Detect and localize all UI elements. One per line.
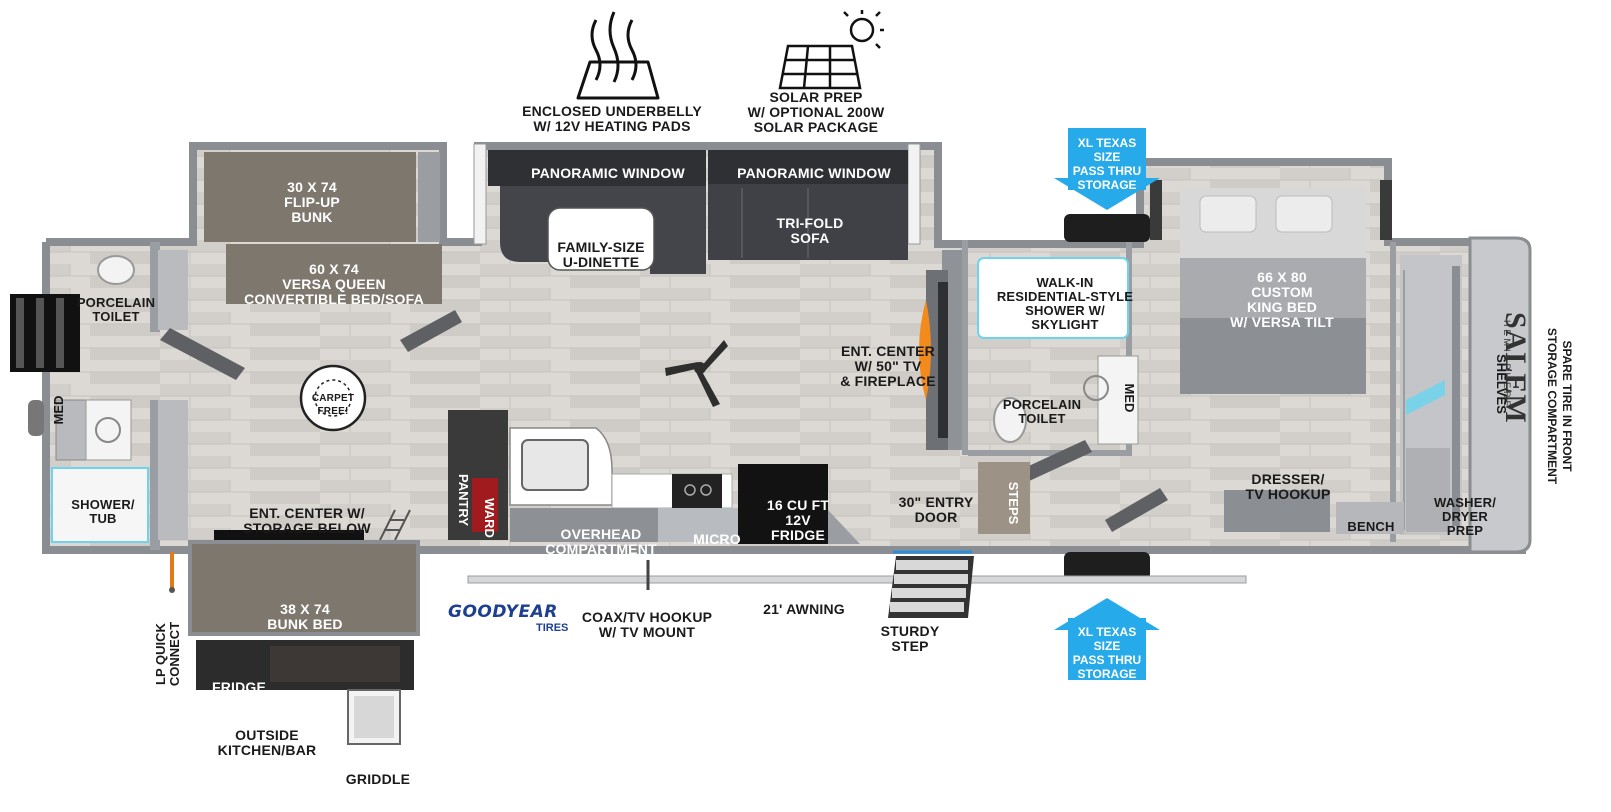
- rear-ent-center: [214, 530, 364, 540]
- rear-med-label: MED: [51, 395, 66, 425]
- fireplace-tv: [919, 270, 948, 450]
- bench-block: [1336, 502, 1404, 534]
- bunk-bed-label: 38 X 74 BUNK BED: [267, 601, 343, 632]
- washer-dryer-label: WASHER/ DRYER PREP: [1433, 495, 1497, 538]
- awning-bar: [467, 575, 1247, 584]
- dresser: [1224, 490, 1330, 532]
- versa-queen-label: 60 X 74 VERSA QUEEN CONVERTIBLE BED/SOFA: [244, 261, 424, 307]
- dresser-label: DRESSER/ TV HOOKUP: [1245, 471, 1331, 502]
- ladder-icon: [379, 509, 411, 541]
- sofa-label: TRI-FOLD SOFA: [776, 215, 844, 246]
- coax-label: COAX/TV HOOKUP W/ TV MOUNT: [581, 609, 713, 640]
- carpet-free-label: CARPET FREE!: [311, 393, 355, 417]
- micro-label: MICRO: [693, 531, 741, 547]
- ceiling-fan-icon: [665, 340, 728, 407]
- carpet-free-badge: [299, 364, 367, 432]
- front-toilet-label: PORCELAIN TOILET: [1002, 397, 1082, 426]
- fridge-icon: [738, 464, 828, 544]
- underbelly-label: ENCLOSED UNDERBELLY W/ 12V HEATING PADS: [522, 103, 702, 134]
- ward-label: WARD: [482, 498, 497, 538]
- interior-doors: [160, 310, 1168, 532]
- flip-up-bunk: [204, 152, 416, 242]
- shower-tub-label: SHOWER/ TUB: [71, 497, 135, 526]
- kitchen: [472, 427, 860, 544]
- pantry-label: PANTRY: [456, 474, 471, 526]
- steps-block: [978, 462, 1030, 534]
- dinette-sofa-slide: [473, 143, 921, 274]
- rear-toilet-label: PORCELAIN TOILET: [76, 295, 156, 324]
- panoramic-window-1-label: PANORAMIC WINDOW: [531, 165, 685, 181]
- outside-fridge-label: FRIDGE: [211, 679, 267, 695]
- storage-arrow-top: [1054, 128, 1160, 210]
- spare-tire-label: SPARE TIRE IN FRONT STORAGE COMPARTMENT: [1545, 327, 1574, 485]
- lp-connect-icon: [169, 552, 175, 593]
- storage-label-bottom: XL TEXAS SIZE PASS THRU STORAGE: [1072, 625, 1142, 681]
- outside-kitchen-label: OUTSIDE KITCHEN/BAR: [217, 727, 317, 758]
- fridge-label: 16 CU FT 12V FRIDGE: [766, 497, 830, 543]
- front-med-label: MED: [1122, 383, 1137, 413]
- sturdy-step-icon: [888, 556, 974, 618]
- dinette-label: FAMILY-SIZE U-DINETTE: [557, 239, 645, 270]
- panoramic-window-2-label: PANORAMIC WINDOW: [737, 165, 891, 181]
- versa-queen-bed: [226, 244, 442, 304]
- sturdy-step-label: STURDY STEP: [880, 623, 940, 654]
- ent-center-main-label: ENT. CENTER W/ 50" TV & FIREPLACE: [840, 343, 936, 389]
- walk-in-shower-icon: [977, 257, 1129, 339]
- lp-connect-label: LP QUICK CONNECT: [153, 621, 182, 687]
- ent-center-rear-label: ENT. CENTER W/ STORAGE BELOW: [243, 505, 371, 536]
- tires-label: TIRES: [536, 622, 569, 634]
- rear-bathroom: [51, 255, 149, 543]
- wardrobe: [472, 478, 498, 532]
- front-closet: [1400, 255, 1462, 535]
- entry-door-label: 30" ENTRY DOOR: [898, 494, 974, 525]
- hemisphere-logo: HEMISPHERE: [1502, 320, 1512, 410]
- pass-thru-bottom-bar: [1064, 552, 1150, 580]
- king-bed-label: 66 X 80 CUSTOM KING BED W/ VERSA TILT: [1230, 269, 1334, 330]
- walk-in-shower-label: WALK-IN RESIDENTIAL-STYLE SHOWER W/ SKYL…: [996, 275, 1134, 332]
- front-toilet-icon: [993, 397, 1027, 443]
- overhead-label: OVERHEAD COMPARTMENT: [545, 526, 657, 557]
- steps-label: STEPS: [1006, 481, 1021, 525]
- front-sink-icon: [1097, 355, 1139, 445]
- storage-label-top: XL TEXAS SIZE PASS THRU STORAGE: [1072, 136, 1142, 192]
- goodyear-logo: GOODYEAR: [448, 602, 558, 622]
- griddle-label: GRIDDLE: [345, 771, 411, 787]
- rear-ladder-icon: [10, 294, 80, 436]
- microwave-icon: [672, 474, 722, 508]
- solar-panel-icon: [778, 10, 884, 90]
- front-bathroom: [977, 257, 1139, 534]
- heating-pads-icon: [576, 11, 660, 100]
- solar-label: SOLAR PREP W/ OPTIONAL 200W SOLAR PACKAG…: [747, 89, 885, 135]
- kitchen-sink-icon: [521, 439, 589, 491]
- bunk-bed-slide: [188, 540, 420, 745]
- pass-thru-top-bar: [1064, 214, 1150, 242]
- king-bed: [1150, 180, 1392, 394]
- shower-tub-icon: [51, 467, 149, 543]
- flip-up-bunk-label: 30 X 74 FLIP-UP BUNK: [284, 179, 340, 225]
- rear-toilet-icon: [97, 255, 135, 285]
- awning-label: 21' AWNING: [763, 601, 845, 617]
- rear-sink-icon: [85, 399, 132, 461]
- storage-arrow-bottom: [1054, 598, 1160, 680]
- bunk-beds: [204, 152, 442, 304]
- dinette-table: [547, 207, 655, 271]
- bench-label: BENCH: [1347, 519, 1395, 534]
- front-cap: [1468, 236, 1532, 554]
